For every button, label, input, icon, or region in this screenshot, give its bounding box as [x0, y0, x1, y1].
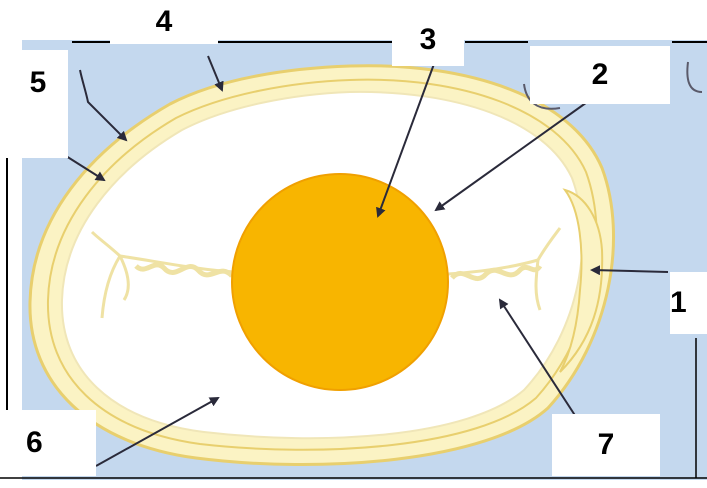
label-4: 4 — [110, 0, 218, 44]
label-3: 3 — [392, 14, 464, 66]
label-1: 1 — [670, 272, 707, 334]
label-6: 6 — [8, 410, 96, 476]
label-7: 7 — [552, 414, 660, 476]
egg-yolk — [232, 174, 448, 390]
label-2: 2 — [530, 46, 670, 104]
label-5: 5 — [8, 50, 68, 158]
